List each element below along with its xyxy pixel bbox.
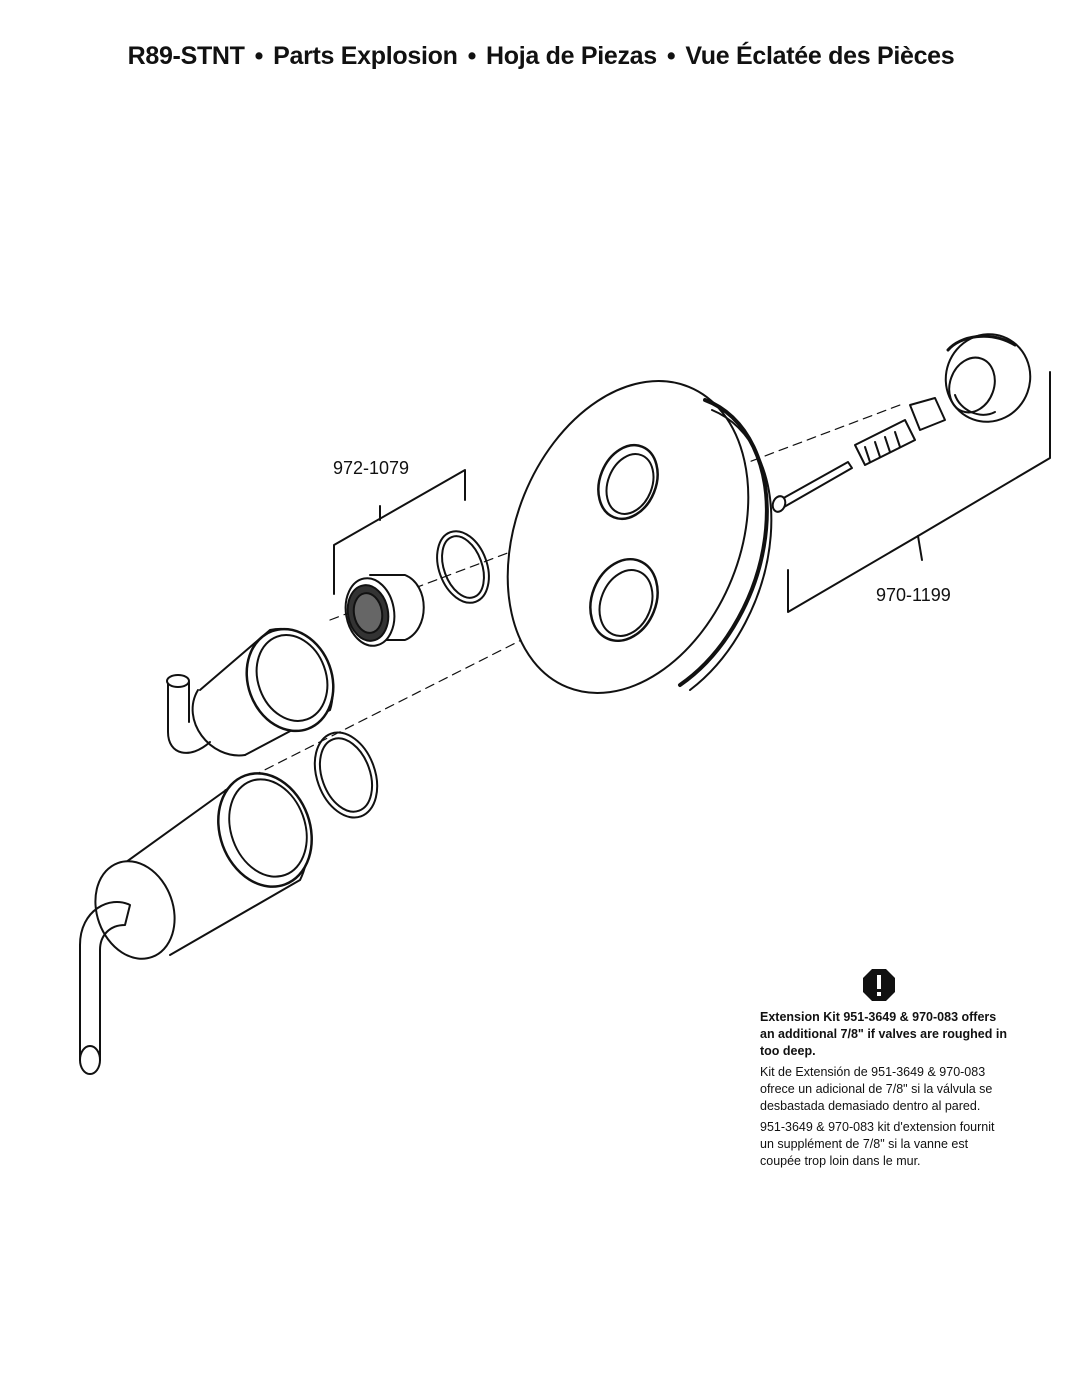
cartridge-kit-bracket [333, 469, 466, 595]
extension-adapter-ring [944, 333, 1032, 423]
escutcheon-lower-hole [589, 558, 659, 642]
note-english: Extension Kit 951-3649 & 970-083 offers … [760, 1010, 1007, 1058]
upper-diverter-handle [166, 627, 335, 757]
title-separator: • [467, 42, 477, 70]
page-title: R89-STNT • Parts Explosion • Hoja de Piezas •… [0, 42, 1082, 71]
exclamation-icon [863, 969, 895, 1001]
escutcheon-upper-hole [597, 443, 659, 521]
extension-screw [771, 461, 853, 513]
title-french: Vue Éclatée des Pièces [685, 42, 955, 70]
note-french: 951-3649 & 970-083 kit d'extension fourn… [760, 1120, 995, 1168]
lower-volume-handle [79, 772, 313, 1075]
extension-kit-bracket [787, 371, 1051, 613]
extension-spline-stem [854, 397, 946, 466]
title-separator: • [254, 42, 264, 70]
o-ring-upper [436, 530, 490, 604]
o-ring-lower [313, 731, 379, 819]
title-spanish: Hoja de Piezas [486, 42, 657, 70]
model-number: R89-STNT [127, 42, 245, 70]
cartridge-kit-part-number: 972-1079 [333, 458, 410, 478]
extension-kit-part-number: 970-1199 [876, 585, 951, 605]
title-separator: • [666, 42, 676, 70]
cartridge-adapter [344, 574, 425, 647]
extension-kit-note: Extension Kit 951-3649 & 970-083 offers … [760, 1009, 1010, 1174]
title-english: Parts Explosion [273, 42, 458, 70]
escutcheon-plate [506, 380, 773, 694]
note-spanish: Kit de Extensión de 951-3649 & 970-083 o… [760, 1065, 993, 1113]
